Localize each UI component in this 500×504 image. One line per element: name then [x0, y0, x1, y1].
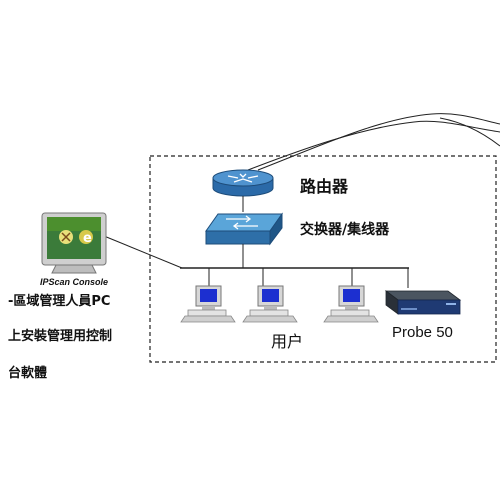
switch-label: 交换器/集线器 [300, 222, 390, 238]
switch-icon [205, 212, 283, 246]
network-boundary [149, 155, 497, 363]
console-title: IPScan Console [40, 277, 109, 287]
user-pc-3-icon [323, 285, 379, 323]
user-pc-2-icon [242, 285, 298, 323]
wan-link-3 [439, 117, 500, 147]
console-description-line-2: 上安裝管理用控制 [8, 329, 113, 344]
router-label: 路由器 [300, 177, 349, 196]
user-pc-1-icon [180, 285, 236, 323]
wan-link-1 [247, 120, 500, 171]
router-icon [212, 169, 274, 197]
probe-label: Probe 50 [392, 324, 453, 341]
svg-text:e: e [83, 231, 92, 246]
users-label: 用户 [271, 332, 304, 351]
console-description-line-1: -區域管理人員PC [8, 294, 111, 309]
console-pc-icon: e [41, 212, 107, 274]
probe-appliance-icon [384, 290, 462, 315]
wan-link-2 [257, 113, 500, 171]
console-description-line-3: 台軟體 [8, 366, 48, 381]
console-link [103, 235, 183, 269]
